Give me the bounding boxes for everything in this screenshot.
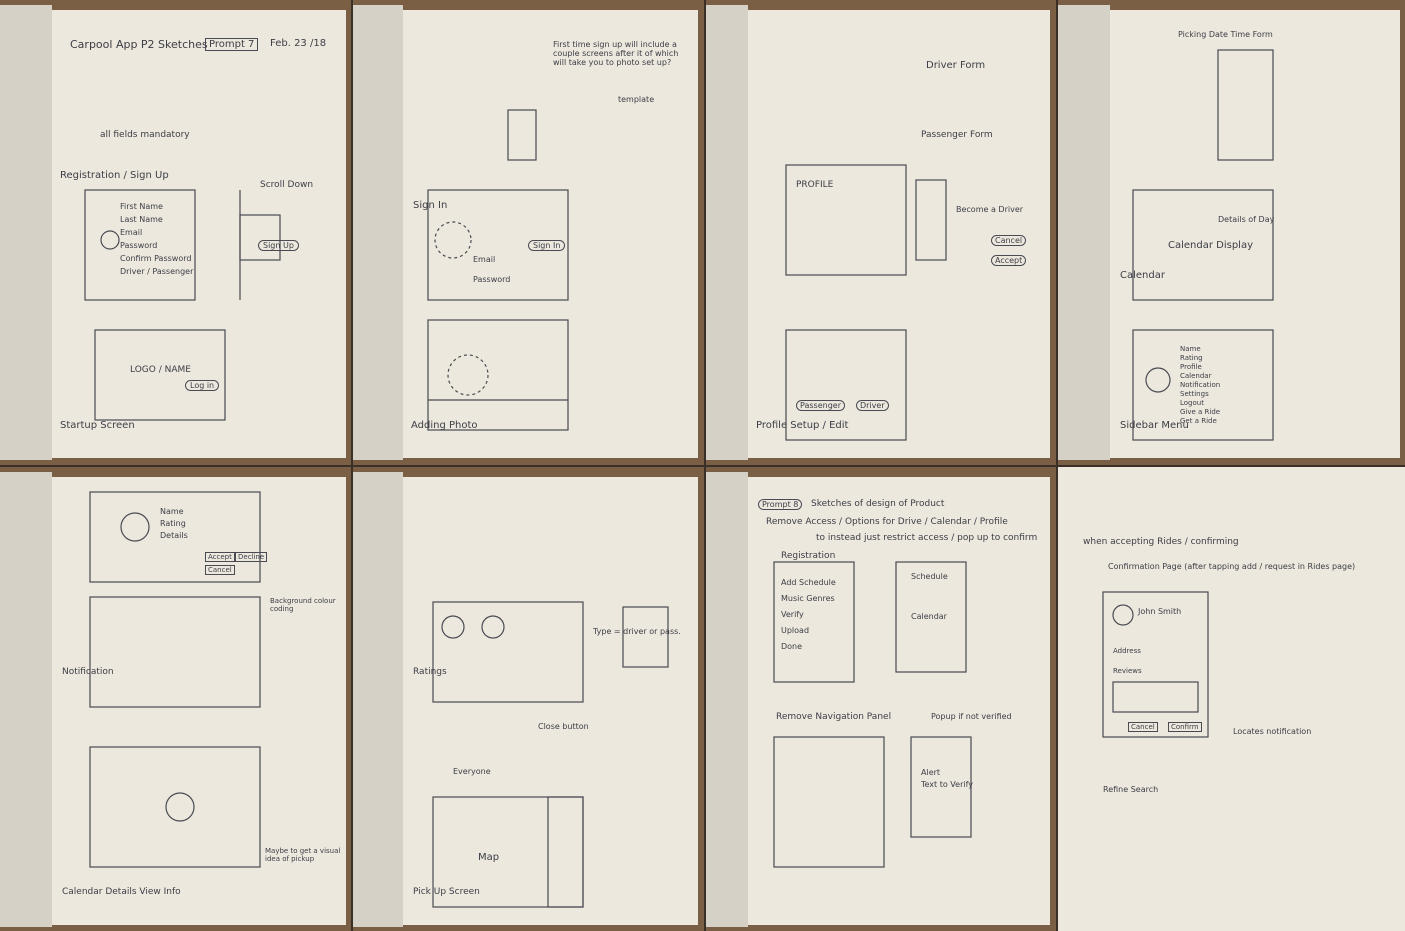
schedule-note: Schedule [911,572,948,581]
popup-note: Popup if not verified [931,712,1012,721]
caption-startup: Startup Screen [60,420,135,431]
type-note: Type = driver or pass. [593,627,681,636]
caption-registration: Registration / Sign Up [60,170,169,181]
driver-button[interactable]: Driver [856,400,889,411]
caption-nav-panel: Remove Navigation Panel [776,712,892,722]
passenger-form-note: Passenger Form [921,130,993,140]
sketch-heading: Sketches of design of Product [811,499,945,509]
colour-note: Background colour coding [270,597,336,613]
sketch-panel-8: when accepting Rides / confirming Confir… [1058,467,1405,931]
profile-title: PROFILE [796,180,834,190]
template-note: template [618,95,655,104]
sketch-panel-3: Profile Setup / Edit Driver Form PROFILE… [706,0,1056,465]
sketch-panel-6: Pick Up Screen Ratings Map Type = driver… [353,467,704,931]
sidebar-menu: Name Rating Profile Calendar Notificatio… [1180,345,1220,426]
menu-item-give-ride[interactable]: Give a Ride [1180,408,1221,416]
caption-profile: Profile Setup / Edit [756,420,849,431]
scroll-note: Scroll Down [260,180,314,190]
field-labels: First Name Last Name Email Password Conf… [120,202,194,276]
sketch-sub: Remove Access / Options for Drive / Cale… [766,517,1008,527]
menu-item-rating[interactable]: Rating [1180,354,1203,362]
date-form-note: Picking Date Time Form [1178,30,1273,39]
accept-button[interactable]: Accept [991,255,1027,266]
sketch-panel-4: Sidebar Menu Calendar Calendar Display N… [1058,0,1405,465]
menu-item-settings[interactable]: Settings [1180,390,1209,398]
upload-item[interactable]: Upload [781,626,810,635]
sketch-panel-1: Carpool App P2 Sketches Prompt 7 Feb. 23… [0,0,351,465]
page-title: Carpool App P2 Sketches [70,38,208,51]
menu-item-profile[interactable]: Profile [1180,363,1202,371]
name-label: Name [160,507,184,516]
menu-item-name[interactable]: Name [1180,345,1201,353]
signin-button[interactable]: Sign In [528,240,566,251]
visual-note: Maybe to get a visual idea of pickup [265,847,341,863]
registration-list: Add Schedule Music Genres Verify Upload … [781,575,836,655]
menu-item-logout[interactable]: Logout [1180,399,1204,407]
address-label: Address [1113,647,1141,655]
everyone-note: Everyone [453,767,491,776]
menu-item-notification[interactable]: Notification [1180,381,1221,389]
caption-pickup: Pick Up Screen [413,887,480,897]
done-button[interactable]: Done [781,642,803,651]
sketch-heading: when accepting Rides / confirming [1083,537,1239,547]
caption-sidebar: Sidebar Menu [1120,420,1189,431]
become-driver-note: Become a Driver [956,205,1024,214]
menu-item-get-ride[interactable]: Get a Ride [1180,417,1217,425]
decline-button[interactable]: Decline [235,552,268,562]
sketch-panel-7: Prompt 8 Sketches of design of Product R… [706,467,1056,931]
cancel-button[interactable]: Cancel [205,565,235,575]
accept-button[interactable]: Accept [205,552,235,562]
menu-item-calendar[interactable]: Calendar [1180,372,1212,380]
caption-ratings: Ratings [413,667,447,677]
password-label: Password [473,275,511,284]
confirm-button[interactable]: Confirm [1168,722,1202,732]
verify-item[interactable]: Verify [781,610,804,619]
date-label: Feb. 23 /18 [270,38,327,49]
logo-label: LOGO / NAME [130,365,191,375]
notification-note: Locates notification [1233,727,1312,736]
mandatory-note: all fields mandatory [100,130,190,140]
close-note: Close button [538,722,589,731]
sketch-panel-2: Sign In Adding Photo Email Password Sign… [353,0,704,465]
caption-calendar: Calendar [1120,270,1165,281]
email-label: Email [473,255,496,264]
cancel-button[interactable]: Cancel [1128,722,1158,732]
add-schedule-button[interactable]: Add Schedule [781,578,836,587]
caption-signin: Sign In [413,200,448,211]
sketch-panel-5: Calendar Details View Info Notification … [0,467,351,931]
cancel-button[interactable]: Cancel [991,235,1027,246]
caption-registration: Registration [781,551,836,561]
sketch-sub-2: to instead just restrict access / pop up… [816,533,1038,543]
contact-name: John Smith [1138,607,1182,616]
rating-label: Rating [160,519,186,528]
passenger-button[interactable]: Passenger [796,400,845,411]
caption-driver: Driver Form [926,60,986,71]
reviews-label: Reviews [1113,667,1142,675]
login-button[interactable]: Log in [185,380,220,391]
prompt-label: Prompt 8 [758,499,803,510]
refine-note: Refine Search [1103,785,1159,794]
calendar-display: Calendar Display [1168,240,1254,251]
details-note: Details of Day [1218,215,1275,224]
caption-calendar-details: Calendar Details View Info [62,887,181,897]
calendar-note: Calendar [911,612,947,621]
music-genres-item[interactable]: Music Genres [781,594,835,603]
map-label: Map [478,852,500,863]
signup-note: First time sign up will include a couple… [553,40,679,67]
sketch-sub: Confirmation Page (after tapping add / r… [1108,562,1356,571]
prompt-label: Prompt 7 [205,38,259,51]
signup-button[interactable]: Sign Up [258,240,299,251]
caption-notification: Notification [62,667,114,677]
details-label: Details [160,531,188,540]
popup-text: Alert Text to Verify [921,768,973,789]
caption-photo: Adding Photo [411,420,478,431]
